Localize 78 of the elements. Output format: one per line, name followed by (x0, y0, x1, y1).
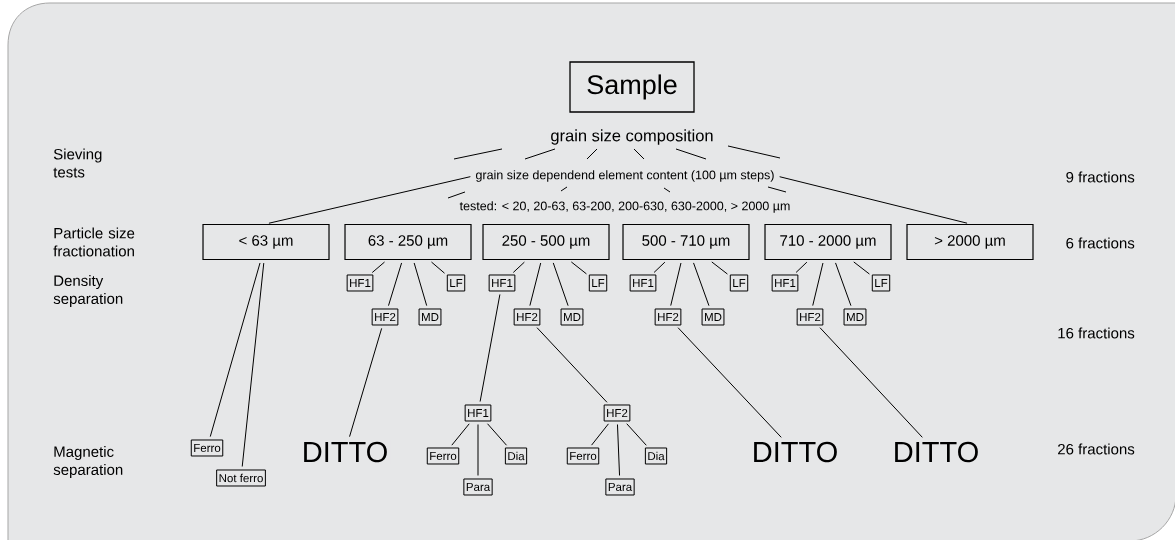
connector-line (626, 423, 647, 446)
connector-line (451, 423, 470, 446)
connector-line (570, 261, 587, 275)
connector-line (529, 262, 542, 307)
fraction-tag: Para (605, 478, 635, 496)
fraction-box: 250 - 500 µm (482, 223, 610, 261)
fraction-tag: LF (588, 274, 608, 292)
fraction-tag: HF2 (796, 308, 824, 326)
fraction-box: 500 - 710 µm (622, 223, 750, 261)
fraction-tag: Ferro (190, 439, 224, 457)
fraction-tag: Not ferro (216, 469, 266, 487)
connector-line (479, 293, 501, 403)
connector-line (591, 423, 609, 446)
connector-line (241, 262, 265, 467)
connector-line (835, 262, 852, 307)
fraction-tag: HF2 (603, 404, 631, 422)
fraction-box: > 2000 µm (906, 223, 1034, 261)
fraction-tag: MD (560, 308, 584, 326)
fraction-tag: LF (729, 274, 749, 292)
fraction-tag: MD (418, 308, 442, 326)
row-label: Density separation (53, 275, 123, 307)
connector-line (853, 261, 870, 275)
fraction-box: < 63 µm (202, 223, 330, 261)
connector-line (349, 327, 383, 438)
fraction-tag: HF2 (371, 308, 399, 326)
fraction-box: 710 - 2000 µm (764, 223, 892, 261)
row-label: Particle size fractionation (53, 227, 135, 257)
fraction-tag: LF (446, 274, 466, 292)
connector-line (552, 262, 569, 307)
fraction-tag: Ferro (566, 447, 600, 465)
row-label: Sieving tests (53, 148, 102, 178)
count-label: 26 fractions (1058, 443, 1135, 455)
fraction-tag: MD (843, 308, 867, 326)
fraction-tag: HF2 (513, 308, 541, 326)
connector-line (711, 261, 728, 275)
fraction-tag: Para (463, 478, 493, 496)
connector-line (670, 262, 682, 307)
fraction-tag: HF2 (654, 308, 682, 326)
connector-line (209, 262, 261, 438)
connector-line (477, 424, 479, 476)
connector-line (371, 261, 386, 274)
connector-line (812, 262, 824, 307)
connector-line (616, 424, 621, 476)
connector-line (819, 327, 923, 438)
fraction-tag: HF1 (771, 274, 799, 292)
connector-line (693, 262, 710, 307)
fraction-tag: Dia (504, 447, 528, 465)
fraction-tag: Ferro (426, 447, 460, 465)
connector-line (388, 262, 403, 307)
connector-line (536, 327, 608, 403)
connector-line (512, 261, 525, 273)
note-text: tested: < 20, 20-63, 63-200, 200-630, 630-2000, > 2000 µm (457, 199, 793, 215)
fraction-tag: HF1 (464, 404, 492, 422)
title-box: Sample (569, 61, 695, 113)
connector-line (653, 261, 666, 273)
connector-line (268, 176, 471, 224)
connector-line (795, 261, 808, 273)
ditto-text: DITTO (749, 439, 841, 465)
count-label: 6 fractions (1066, 237, 1135, 249)
fraction-tag: HF1 (629, 274, 657, 292)
fraction-tag: LF (871, 274, 891, 292)
row-label: Magnetic separation (53, 446, 123, 478)
count-label: 16 fractions (1058, 327, 1135, 339)
connector-line (413, 262, 428, 307)
heading-text: grain size composition (548, 127, 716, 147)
fraction-tag: MD (701, 308, 725, 326)
fraction-tag: HF1 (346, 274, 374, 292)
ditto-text: DITTO (890, 439, 982, 465)
ditto-text: DITTO (299, 439, 391, 465)
connector-line (677, 327, 782, 438)
connector-line (487, 423, 507, 446)
connector-line (430, 261, 445, 274)
fraction-tag: Dia (644, 447, 668, 465)
fraction-tag: HF1 (488, 274, 516, 292)
note-text: grain size dependend element content (100 µm steps) (473, 168, 777, 184)
count-label: 9 fractions (1066, 171, 1135, 183)
fraction-box: 63 - 250 µm (344, 223, 472, 261)
connector-line (779, 176, 968, 224)
